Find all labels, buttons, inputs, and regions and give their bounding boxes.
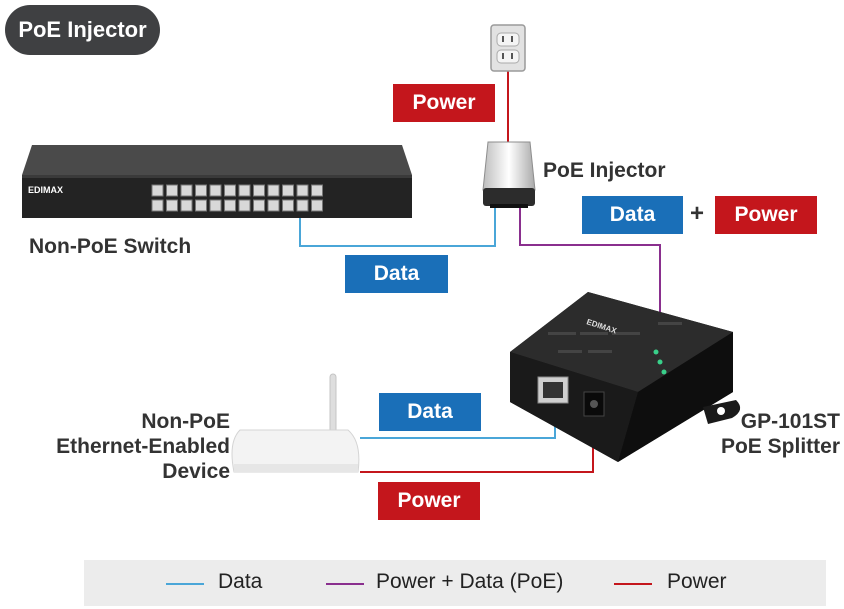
power-tag-device: Power (378, 482, 480, 520)
poe-wire-injector-splitter (519, 207, 661, 312)
data-wire-switch-injector (299, 207, 496, 247)
switch-port (209, 184, 222, 197)
switch-port (180, 199, 193, 212)
switch-port (166, 184, 178, 197)
data-tag-device: Data (379, 393, 481, 431)
data-tag-switch: Data (345, 255, 448, 293)
wall-outlet-icon (490, 24, 526, 72)
switch-port (195, 184, 207, 197)
legend-power-swatch (614, 583, 652, 585)
power-tag-outlet: Power (393, 84, 495, 122)
power-tag-poe: Power (715, 196, 817, 234)
device-label-line: Device (162, 460, 230, 483)
switch-port (238, 184, 251, 197)
switch-port (311, 184, 323, 197)
switch-port (166, 199, 178, 212)
legend-data-swatch (166, 583, 204, 585)
splitter-label: GP-101ST PoE Splitter (700, 409, 840, 459)
legend: Data Power + Data (PoE) Power (84, 560, 826, 606)
switch-port (282, 199, 294, 212)
switch-brand-logo: EDIMAX (28, 185, 63, 195)
switch-port (180, 184, 193, 197)
switch-port (224, 199, 236, 212)
switch-port (209, 199, 222, 212)
switch-label: Non-PoE Switch (29, 235, 192, 258)
injector-label: PoE Injector (543, 159, 666, 182)
router-device-icon (231, 373, 360, 473)
poe-splitter-icon: EDIMAX (510, 292, 741, 462)
switch-port (267, 199, 280, 212)
legend-poe-swatch (326, 583, 364, 585)
switch-port (253, 184, 265, 197)
switch-port (238, 199, 251, 212)
legend-data-label: Data (218, 570, 263, 593)
legend-power-label: Power (667, 570, 727, 593)
switch-port (282, 184, 294, 197)
title-badge: PoE Injector (5, 5, 160, 55)
poe-injector-icon (482, 141, 536, 208)
switch-port (311, 199, 323, 212)
network-switch-icon: EDIMAX (22, 145, 412, 218)
device-label: Non-PoE Ethernet-Enabled Device (20, 409, 230, 484)
switch-port (253, 199, 265, 212)
data-tag-poe: Data (582, 196, 683, 234)
switch-port (267, 184, 280, 197)
legend-poe-label: Power + Data (PoE) (376, 570, 564, 593)
device-label-line: Non-PoE (141, 410, 230, 433)
splitter-label-line: PoE Splitter (720, 435, 840, 458)
splitter-label-line: GP-101ST (740, 410, 840, 433)
plus-sign: + (690, 200, 705, 227)
device-label-line: Ethernet-Enabled (56, 435, 230, 458)
switch-port (296, 199, 309, 212)
switch-port (195, 199, 207, 212)
switch-port (224, 184, 236, 197)
switch-port (296, 184, 309, 197)
switch-port (151, 184, 164, 197)
switch-port (151, 199, 164, 212)
